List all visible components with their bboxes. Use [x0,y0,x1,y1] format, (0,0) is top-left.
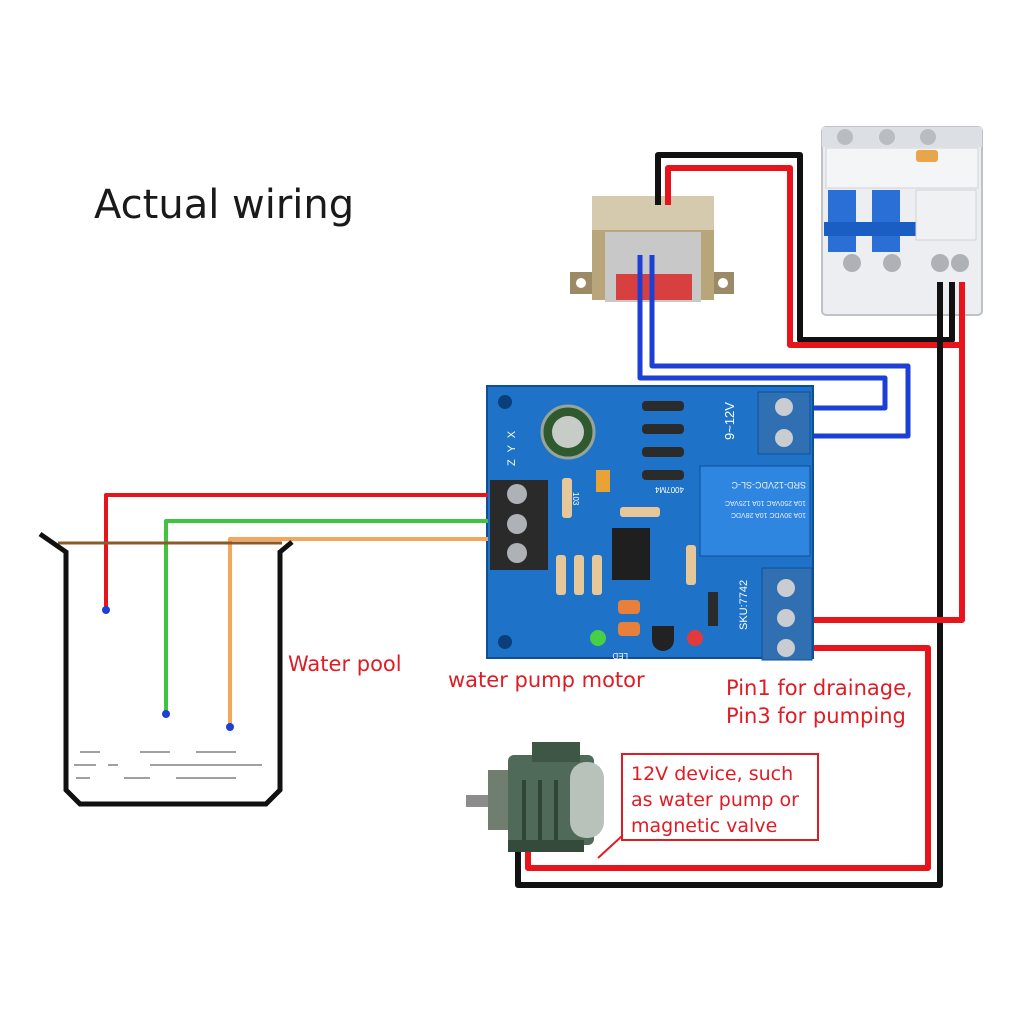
circuit-breaker [821,126,983,316]
diode-label: 4007M4 [655,485,684,494]
blue-wires [637,255,911,439]
probe-tip-2 [162,710,170,718]
water-pump-motor-label: water pump motor [448,668,645,692]
pin-note-line2: Pin3 for pumping [726,704,906,728]
probe-tip-1 [102,606,110,614]
page-title: Actual wiring [94,182,355,228]
device-callout-line2: as water pump or [631,789,799,811]
water-pool-container [38,531,294,807]
cap-label: 103 [571,492,580,506]
relay-rating-label-1: 10A 250VAC 10A 125VAC [724,499,806,506]
callout-pointer [597,835,623,859]
sku-label: SKU:7742 [738,579,750,630]
device-callout-line1: 12V device, such [631,763,794,785]
device-callout: 12V device, such as water pump or magnet… [621,753,819,841]
water-pool-label: Water pool [288,652,402,676]
probe-tip-3 [226,723,234,731]
led-label: LED [612,651,628,660]
probe-pins-label: Z Y X [506,428,518,466]
power-terminal-label: 9~12V [722,402,737,440]
pump-motor [466,742,604,852]
controller-board [486,385,814,661]
relay-rating-label-2: 10A 30VDC 10A 28VDC [730,511,806,518]
pin-note: Pin1 for drainage, Pin3 for pumping [726,674,913,730]
pin-note-line1: Pin1 for drainage, [726,676,913,700]
probe-wires [104,493,488,727]
device-callout-line3: magnetic valve [631,815,778,837]
mains-wires [515,152,965,888]
relay-model-label: SRD-12VDC-SL-C [731,480,806,490]
